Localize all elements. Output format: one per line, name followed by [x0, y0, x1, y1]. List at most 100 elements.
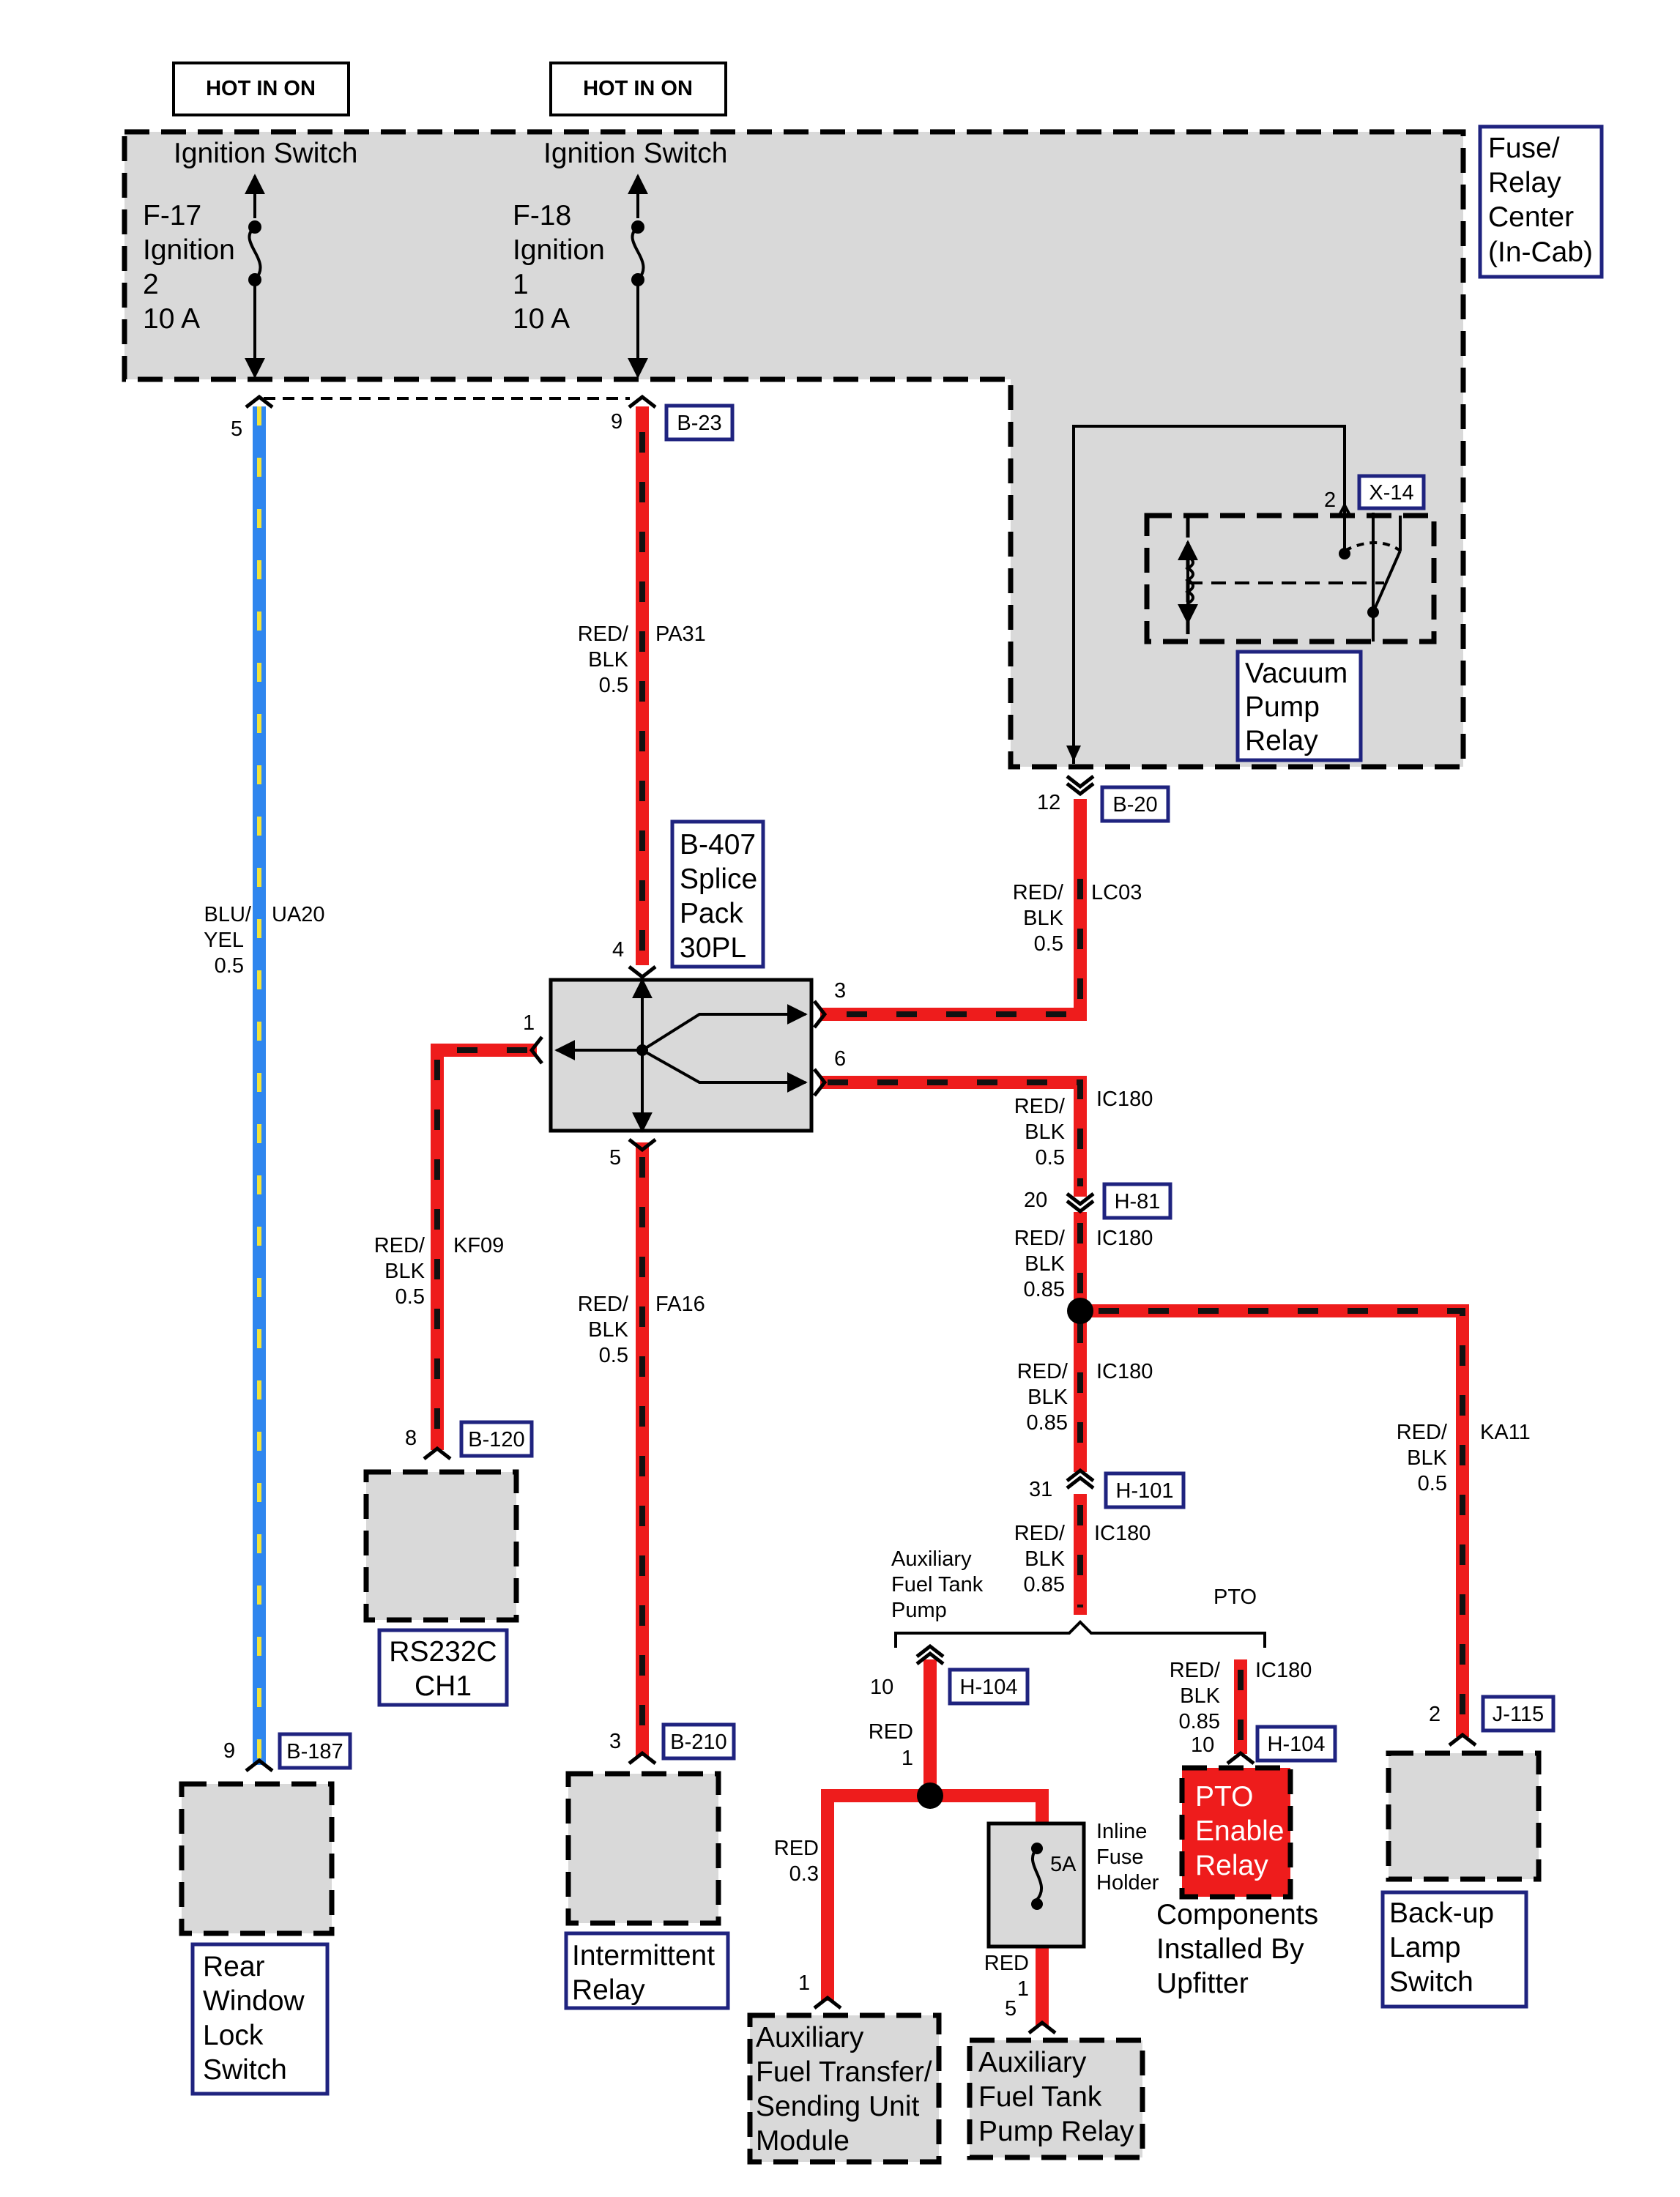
wire-label-red-03: RED 0.3 [774, 1837, 819, 1886]
svg-text:Auxiliary: Auxiliary [978, 2047, 1087, 2078]
svg-text:Pack: Pack [680, 898, 743, 929]
connector-fuse-left-pin: 5 [231, 417, 242, 441]
svg-text:5: 5 [609, 1146, 621, 1170]
svg-text:5: 5 [231, 417, 242, 441]
svg-text:Fuse/: Fuse/ [1488, 133, 1560, 164]
svg-text:1: 1 [523, 1011, 535, 1035]
svg-text:UA20: UA20 [272, 903, 325, 926]
svg-text:2: 2 [143, 269, 159, 300]
connector-b187: 9 B-187 [223, 1732, 352, 1770]
svg-text:12: 12 [1037, 791, 1060, 814]
wire-label-ic180-b: RED/ BLK 0.85 IC180 [1014, 1227, 1153, 1301]
svg-text:Pump Relay: Pump Relay [978, 2116, 1134, 2147]
svg-text:BLK: BLK [588, 1318, 628, 1342]
svg-text:Back-up: Back-up [1389, 1897, 1494, 1929]
svg-text:B-187: B-187 [286, 1740, 343, 1763]
svg-text:B-120: B-120 [468, 1428, 524, 1451]
svg-text:0.5: 0.5 [599, 1344, 628, 1367]
svg-text:Switch: Switch [203, 2054, 287, 2086]
svg-text:0.5: 0.5 [599, 674, 628, 697]
svg-text:0.5: 0.5 [215, 954, 244, 978]
svg-text:H-104: H-104 [960, 1676, 1018, 1699]
svg-text:BLK: BLK [1027, 1386, 1068, 1409]
component-backup-lamp-switch: Back-up Lamp Switch [1380, 1750, 1542, 2009]
svg-text:9: 9 [223, 1739, 235, 1763]
svg-text:0.85: 0.85 [1027, 1411, 1068, 1435]
svg-text:RED/: RED/ [374, 1234, 425, 1257]
svg-text:1: 1 [902, 1747, 913, 1770]
svg-text:Fuse: Fuse [1096, 1845, 1143, 1869]
svg-text:0.5: 0.5 [1418, 1472, 1447, 1495]
svg-text:KA11: KA11 [1480, 1421, 1531, 1444]
svg-text:Ignition Switch: Ignition Switch [543, 138, 727, 169]
svg-text:RED/: RED/ [578, 1293, 629, 1316]
svg-text:Ignition Switch: Ignition Switch [174, 138, 357, 169]
wire-label-ic180-d: RED/ BLK 0.85 IC180 [1014, 1522, 1151, 1596]
splice-dot-red [917, 1782, 943, 1809]
wire-label-fa16: RED/ BLK 0.5 FA16 [578, 1293, 705, 1367]
svg-text:H-104: H-104 [1268, 1733, 1326, 1756]
branch-bracket: Auxiliary Fuel Tank Pump PTO [891, 1547, 1266, 1648]
fuse-f17: Ignition Switch F-17 Ignition 2 10 A [143, 138, 357, 379]
svg-text:Splice: Splice [680, 863, 757, 895]
splice-dot-ic180 [1067, 1298, 1093, 1324]
svg-text:BLK: BLK [384, 1260, 425, 1283]
svg-text:PTO: PTO [1213, 1586, 1257, 1609]
svg-text:HOT IN ON: HOT IN ON [206, 77, 316, 100]
svg-text:H-101: H-101 [1116, 1479, 1174, 1503]
svg-text:B-407: B-407 [680, 829, 756, 860]
wire-ua20: BLU/ YEL 0.5 UA20 [204, 406, 325, 1765]
component-pto-enable-relay: PTO Enable Relay Components Installed By… [1156, 1765, 1318, 1999]
svg-text:Rear: Rear [203, 1951, 265, 1982]
svg-text:CH1: CH1 [415, 1670, 472, 1702]
svg-text:PTO: PTO [1195, 1781, 1253, 1813]
svg-text:BLK: BLK [1025, 1120, 1065, 1144]
splice-pack-b407: 4 3 6 1 5 B-407 Splice Pack 30PL [523, 819, 846, 1170]
svg-text:B-23: B-23 [677, 412, 721, 435]
svg-text:LC03: LC03 [1091, 881, 1142, 904]
svg-text:RED: RED [869, 1720, 913, 1744]
svg-text:Fuel Transfer/: Fuel Transfer/ [756, 2056, 932, 2088]
svg-text:6: 6 [834, 1047, 846, 1071]
svg-text:IC180: IC180 [1096, 1088, 1153, 1111]
svg-text:BLK: BLK [1023, 907, 1063, 930]
svg-text:Module: Module [756, 2125, 850, 2157]
component-intermittent-relay: Intermittent Relay [564, 1771, 730, 2010]
svg-text:X-14: X-14 [1369, 481, 1413, 505]
svg-text:Intermittent: Intermittent [572, 1940, 715, 1971]
svg-text:Holder: Holder [1096, 1871, 1159, 1895]
connector-h104-aux: 10 H-104 [870, 1668, 1030, 1706]
svg-text:RS232C: RS232C [389, 1636, 497, 1668]
svg-text:5A: 5A [1050, 1853, 1077, 1876]
svg-text:Vacuum: Vacuum [1245, 658, 1348, 689]
svg-text:10 A: 10 A [143, 303, 200, 335]
svg-text:9: 9 [611, 410, 622, 434]
connector-h101: 31 H-101 [1029, 1471, 1186, 1509]
svg-text:Ignition: Ignition [143, 234, 235, 266]
svg-text:Components: Components [1156, 1899, 1318, 1930]
svg-text:10: 10 [1191, 1733, 1214, 1757]
svg-text:Inline: Inline [1096, 1820, 1147, 1843]
svg-text:3: 3 [834, 979, 846, 1003]
wire-label-lc03: RED/ BLK 0.5 LC03 [1013, 881, 1142, 956]
connector-h104-pto: 10 H-104 [1191, 1725, 1337, 1763]
wire-label-red-1-top: RED 1 [869, 1720, 913, 1770]
connector-aux-module-pin: 1 [798, 1971, 810, 1995]
svg-text:BLK: BLK [1180, 1684, 1220, 1708]
svg-text:RED: RED [984, 1952, 1029, 1975]
svg-text:Fuel Tank: Fuel Tank [891, 1573, 984, 1596]
svg-text:10 A: 10 A [513, 303, 570, 335]
hot-in-on-box-right: HOT IN ON [549, 62, 727, 116]
vacuum-pump-relay: 2 X-14 Vacuum Pump Relay [1066, 425, 1437, 764]
svg-text:FA16: FA16 [655, 1293, 705, 1316]
connector-j115: 2 J-115 [1429, 1695, 1556, 1733]
svg-text:0.85: 0.85 [1024, 1278, 1065, 1301]
svg-text:RED/: RED/ [1170, 1659, 1221, 1682]
svg-text:Fuel Tank: Fuel Tank [978, 2081, 1102, 2113]
svg-text:Installed By: Installed By [1156, 1933, 1304, 1965]
svg-text:HOT IN ON: HOT IN ON [583, 77, 693, 100]
svg-text:0.5: 0.5 [1036, 1146, 1065, 1170]
svg-text:IC180: IC180 [1096, 1360, 1153, 1383]
svg-text:0.3: 0.3 [789, 1862, 819, 1886]
svg-text:RED/: RED/ [1014, 1227, 1066, 1250]
